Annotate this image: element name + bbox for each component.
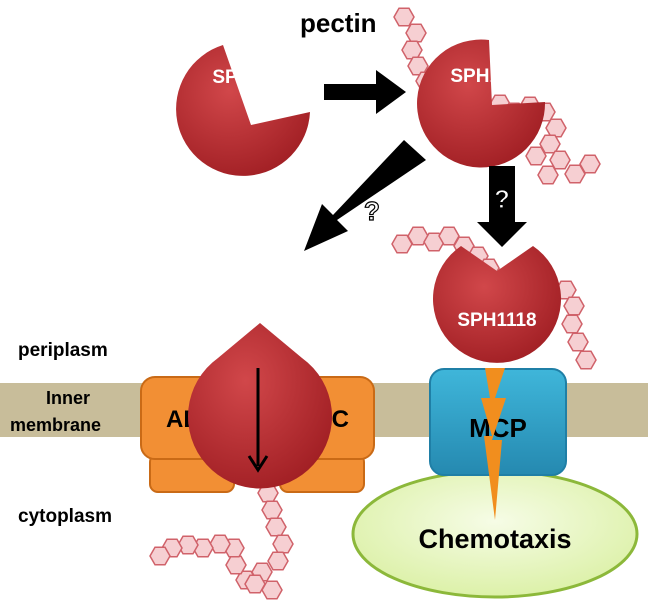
pectin-unit-cytoplasm-3 (265, 517, 287, 537)
pectin-unit-mid-right-1 (407, 226, 429, 246)
pectin-unit-mid-right-14 (567, 332, 589, 352)
pectin-unit-cytoplasm-15 (244, 574, 266, 594)
label-protein-mcp: SPH1118 (457, 310, 536, 331)
pectin-unit-top-bound-tail-0 (525, 146, 547, 166)
pectin-unit-top-bound-tail-1 (537, 165, 559, 185)
pectin-unit-top-free-0 (393, 7, 415, 27)
pectin-unit-cytoplasm-8 (225, 555, 247, 575)
arrow-transport-head (247, 455, 269, 473)
arrow-to-abc: ? (304, 140, 426, 251)
pectin-unit-top-bound-7 (549, 150, 571, 170)
pectin-unit-mid-right-2 (423, 232, 445, 252)
pectin-unit-cytoplasm-5 (267, 551, 289, 571)
label-protein-abc: SPH1118 (230, 284, 309, 305)
signal-bolt (481, 368, 506, 520)
label-periplasm: periplasm (18, 340, 108, 361)
label-pectin: pectin (300, 8, 377, 38)
pectin-unit-cytoplasm-4 (272, 534, 294, 554)
protein-sph1118-periplasm-mcp: SPH1118 (432, 246, 561, 363)
pectin-unit-mid-right-0 (391, 234, 413, 254)
pectin-unit-mid-right-15 (575, 350, 597, 370)
pectin-unit-cytoplasm-2 (261, 500, 283, 520)
protein-mcp-shape (432, 246, 561, 363)
pectin-unit-cytoplasm-10 (209, 534, 231, 554)
label-cytoplasm: cytoplasm (18, 506, 112, 527)
protein-sph1118-bound: SPH1118 (417, 39, 546, 168)
pectin-unit-top-free-2 (401, 40, 423, 60)
protein-abc-shape (188, 323, 332, 489)
label-protein-free: SPH1118 (212, 67, 291, 88)
pectin-unit-cytoplasm-16 (261, 580, 283, 600)
label-inner-membrane-line1: Inner (46, 388, 90, 408)
protein-sph1118-free: SPH1118 (176, 45, 310, 176)
arrow-to-mcp-shape (477, 166, 527, 247)
arrow-binding (324, 70, 406, 114)
label-chemotaxis: Chemotaxis (418, 524, 571, 554)
arrow-transport (247, 368, 269, 473)
label-protein-bound: SPH1118 (450, 66, 529, 87)
question-right: ? (494, 184, 510, 214)
protein-free-shape (176, 45, 310, 176)
pectin-unit-mid-right-13 (561, 314, 583, 334)
pectin-unit-top-free-1 (405, 23, 427, 43)
label-inner-membrane-line2: membrane (10, 415, 101, 435)
pectin-unit-top-bound-9 (579, 154, 601, 174)
arrow-to-abc-shape (304, 140, 426, 251)
pectin-unit-mid-right-12 (563, 296, 585, 316)
pectin-unit-top-bound-5 (545, 118, 567, 138)
protein-sph1118-periplasm-abc: SPH1118 (188, 284, 332, 489)
question-left: ? (364, 196, 380, 226)
arrow-to-mcp: ? (477, 166, 527, 247)
protein-bound-shape (417, 39, 546, 168)
pectin-unit-cytoplasm-14 (149, 546, 171, 566)
